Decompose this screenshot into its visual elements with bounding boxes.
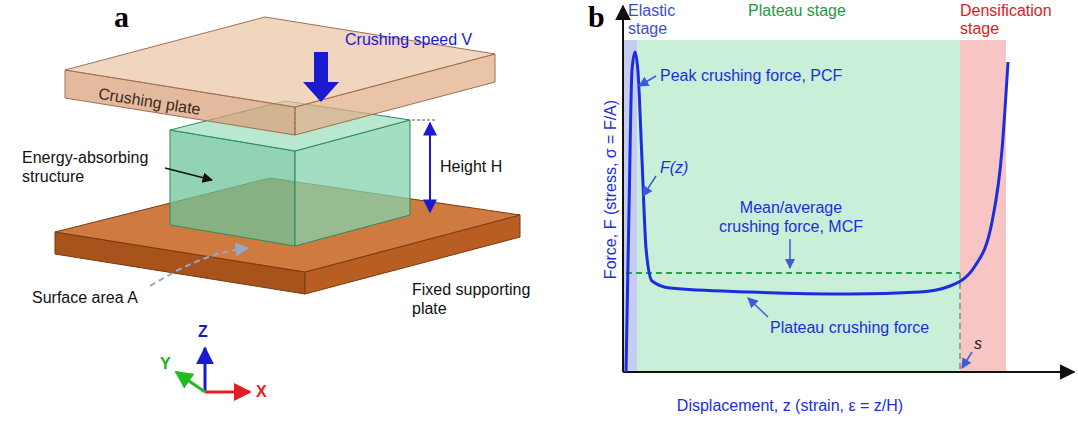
leader-line bbox=[789, 239, 791, 268]
height-dimension bbox=[412, 120, 436, 212]
axis-triad bbox=[176, 348, 250, 392]
annotation: s bbox=[974, 334, 982, 353]
mean-force-line bbox=[626, 272, 960, 274]
crushing-plate bbox=[65, 17, 495, 135]
part-name: Surface area A bbox=[32, 288, 138, 307]
surface-area-arrow bbox=[150, 248, 248, 286]
axis-title: Force, F (stress, σ = F/A) bbox=[601, 10, 620, 370]
annotation: Plateau crushing force bbox=[770, 318, 929, 337]
panel-label: b bbox=[588, 0, 605, 34]
stage-band: Elastic stage bbox=[623, 0, 637, 372]
leader-line bbox=[748, 298, 768, 317]
axis-letter: Z bbox=[198, 322, 208, 341]
speed-label: Crushing speed V bbox=[345, 30, 472, 49]
part-name: Crushing plate bbox=[97, 84, 202, 119]
densification-marker bbox=[959, 273, 961, 371]
stage-heading: Plateau stage bbox=[737, 2, 857, 20]
axis-letter: X bbox=[256, 382, 267, 401]
stage-heading: Elastic stage bbox=[628, 2, 688, 38]
crushing-speed-arrow bbox=[303, 52, 339, 102]
annotation: Peak crushing force, PCF bbox=[660, 66, 842, 85]
stage-heading: Densification stage bbox=[960, 2, 1072, 38]
band-fill bbox=[623, 40, 637, 372]
leader-line bbox=[165, 168, 212, 180]
dimension-label: Height H bbox=[440, 157, 502, 176]
band-fill bbox=[960, 40, 1006, 372]
x-axis bbox=[623, 371, 1074, 373]
panel-label: a bbox=[114, 0, 129, 34]
part-name: Energy-absorbing structure bbox=[22, 148, 170, 186]
leader-line bbox=[639, 76, 656, 86]
force-curve bbox=[626, 52, 1008, 372]
axis-title: Displacement, z (strain, ε = z/H) bbox=[620, 396, 960, 415]
y-axis bbox=[622, 6, 624, 372]
annotation: F(z) bbox=[660, 158, 688, 177]
axis-letter: Y bbox=[160, 354, 171, 373]
leader-line bbox=[643, 176, 656, 196]
stage-band: Plateau stage bbox=[637, 0, 960, 372]
part-name: Fixed supporting plate bbox=[412, 280, 552, 318]
annotation: Mean/average crushing force, MCF bbox=[711, 198, 871, 236]
stage-band: Densification stage bbox=[960, 0, 1006, 372]
leader-line bbox=[962, 352, 972, 368]
